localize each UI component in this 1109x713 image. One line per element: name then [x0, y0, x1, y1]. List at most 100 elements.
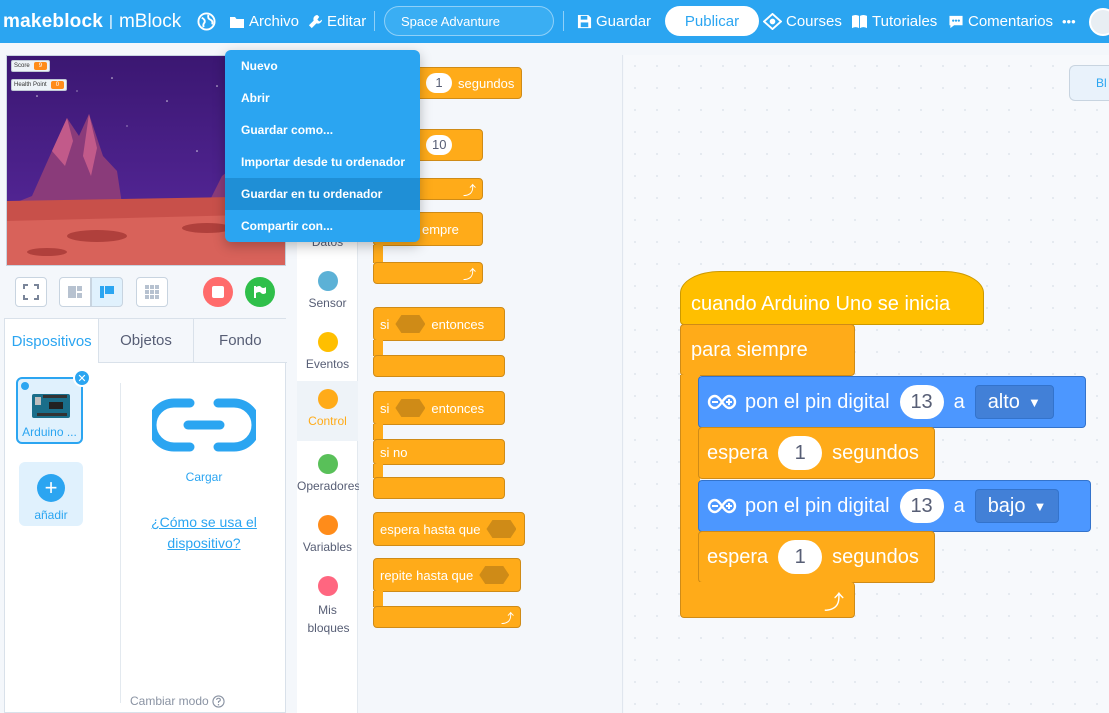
publish-button[interactable]: Publicar: [665, 6, 759, 36]
pin-number-input[interactable]: 13: [899, 385, 944, 419]
forever-block-arm: [680, 375, 700, 591]
palette-if-then-block[interactable]: si entonces: [373, 307, 505, 341]
block-text: si: [380, 400, 390, 416]
menu-item-share[interactable]: Compartir con...: [241, 219, 334, 233]
block-text: espera hasta que: [380, 521, 481, 537]
block-text: pon el pin digital: [745, 494, 890, 517]
category-label: Mis bloques: [307, 603, 350, 635]
project-title-input[interactable]: [384, 6, 554, 36]
language-globe-icon[interactable]: [197, 0, 220, 43]
condition-slot[interactable]: [395, 399, 426, 417]
device-help-link[interactable]: ¿Cómo se usa el dispositivo?: [151, 514, 257, 551]
remove-device-icon[interactable]: ✕: [73, 369, 91, 387]
device-card-arduino[interactable]: Arduino ...: [16, 377, 83, 444]
block-text: segundos: [832, 441, 919, 464]
save-disk-icon: [577, 14, 592, 29]
category-operators[interactable]: Operadores: [297, 450, 361, 506]
condition-slot[interactable]: [479, 566, 510, 584]
user-avatar[interactable]: [1089, 8, 1109, 36]
device-name: Arduino ...: [22, 425, 77, 439]
forever-block[interactable]: para siempre: [680, 324, 855, 376]
upload-label[interactable]: Cargar: [185, 470, 223, 484]
wrench-icon: [308, 14, 323, 29]
green-flag-icon: [254, 286, 266, 298]
comments-link[interactable]: Comentarios: [948, 0, 1053, 43]
courses-link[interactable]: Courses: [763, 0, 842, 43]
switch-mode-toggle[interactable]: Cambiar modo: [130, 694, 225, 708]
pin-level-dropdown[interactable]: bajo▼: [974, 489, 1060, 523]
top-bar: makeblock | mBlock Archivo Editar Guarda…: [0, 0, 1109, 43]
block-text: si: [380, 316, 390, 332]
file-menu[interactable]: Archivo: [229, 0, 299, 43]
add-label: añadir: [34, 508, 68, 522]
tab-background[interactable]: Fondo: [192, 319, 287, 363]
courses-label: Courses: [786, 13, 842, 30]
menu-item-new[interactable]: Nuevo: [241, 59, 278, 73]
block-text: cuando Arduino Uno se inicia: [691, 292, 951, 315]
wait-seconds-block[interactable]: espera 1 segundos: [698, 531, 935, 583]
pin-number-input[interactable]: 13: [899, 489, 944, 523]
more-menu-icon[interactable]: •••: [1062, 14, 1076, 29]
tutorials-label: Tutoriales: [872, 13, 938, 30]
category-events[interactable]: Eventos: [297, 328, 358, 384]
brand-separator: |: [109, 13, 113, 30]
script-area[interactable]: Bl cuando Arduino Uno se inicia para sie…: [624, 55, 1109, 713]
menu-item-save-as[interactable]: Guardar como...: [241, 123, 334, 137]
tutorials-link[interactable]: Tutoriales: [851, 0, 937, 43]
category-my-blocks[interactable]: Mis bloques: [297, 572, 358, 642]
pin-level-dropdown[interactable]: alto▼: [974, 385, 1054, 419]
grid-icon: [145, 285, 159, 299]
menu-item-save-to-computer[interactable]: Guardar en tu ordenador: [225, 178, 420, 210]
block-text: pon el pin digital: [745, 390, 890, 413]
wait-seconds-input[interactable]: 1: [778, 436, 823, 470]
tab-devices[interactable]: Dispositivos: [5, 319, 99, 363]
category-variables[interactable]: Variables: [297, 511, 358, 567]
repeat-count-input[interactable]: 10: [426, 135, 453, 155]
book-icon: [852, 14, 867, 29]
file-menu-label: Archivo: [249, 13, 300, 30]
upload-link-icon[interactable]: [152, 395, 256, 455]
save-button[interactable]: Guardar: [577, 0, 651, 43]
hat-block-arduino-start[interactable]: cuando Arduino Uno se inicia: [680, 271, 984, 325]
device-panel: Dispositivos Objetos Fondo Arduino ... ✕…: [4, 318, 287, 713]
grid-view-button[interactable]: [136, 277, 168, 307]
repeat-until-mouth: [373, 591, 383, 607]
set-digital-pin-high-block[interactable]: pon el pin digital 13 a alto▼: [698, 376, 1086, 428]
category-label: Control: [308, 414, 347, 428]
small-stage-button[interactable]: [59, 277, 91, 307]
fullscreen-button[interactable]: [15, 277, 47, 307]
stop-button[interactable]: [203, 277, 233, 307]
wait-seconds-input[interactable]: 1: [426, 73, 452, 93]
wait-seconds-block[interactable]: espera 1 segundos: [698, 427, 935, 479]
category-label: Operadores: [297, 479, 361, 493]
palette-wait-until-block[interactable]: espera hasta que: [373, 512, 525, 546]
blocks-side-tab[interactable]: Bl: [1069, 65, 1109, 101]
large-stage-button[interactable]: [91, 277, 123, 307]
if-block-mouth: [373, 340, 383, 356]
condition-slot[interactable]: [395, 315, 426, 333]
add-device-button[interactable]: + añadir: [19, 462, 83, 526]
stop-icon: [212, 286, 224, 298]
panel-tabs: Dispositivos Objetos Fondo: [5, 319, 287, 363]
control-dot-icon: [317, 389, 338, 409]
set-digital-pin-low-block[interactable]: pon el pin digital 13 a bajo▼: [698, 480, 1091, 532]
arduino-infinity-icon: [707, 394, 737, 410]
menu-item-import[interactable]: Importar desde tu ordenador: [241, 155, 406, 169]
plus-icon: +: [37, 474, 65, 502]
menu-item-open[interactable]: Abrir: [241, 91, 270, 105]
my-blocks-dot-icon: [317, 576, 338, 596]
brand-name: makeblock: [3, 10, 104, 32]
category-control[interactable]: Control: [297, 381, 358, 441]
brand-logo: makeblock | mBlock: [3, 0, 181, 43]
edit-menu[interactable]: Editar: [308, 0, 366, 43]
category-sensor[interactable]: Sensor: [297, 267, 358, 323]
topbar-divider: [374, 11, 375, 31]
wait-seconds-input[interactable]: 1: [778, 540, 823, 574]
folder-icon: [230, 16, 244, 28]
green-flag-button[interactable]: [245, 277, 275, 307]
palette-if-else-block[interactable]: si entonces: [373, 391, 505, 425]
tab-sprites[interactable]: Objetos: [98, 319, 193, 363]
condition-slot[interactable]: [486, 520, 517, 538]
block-text: a: [953, 494, 965, 517]
palette-repeat-until-block[interactable]: repite hasta que: [373, 558, 521, 592]
